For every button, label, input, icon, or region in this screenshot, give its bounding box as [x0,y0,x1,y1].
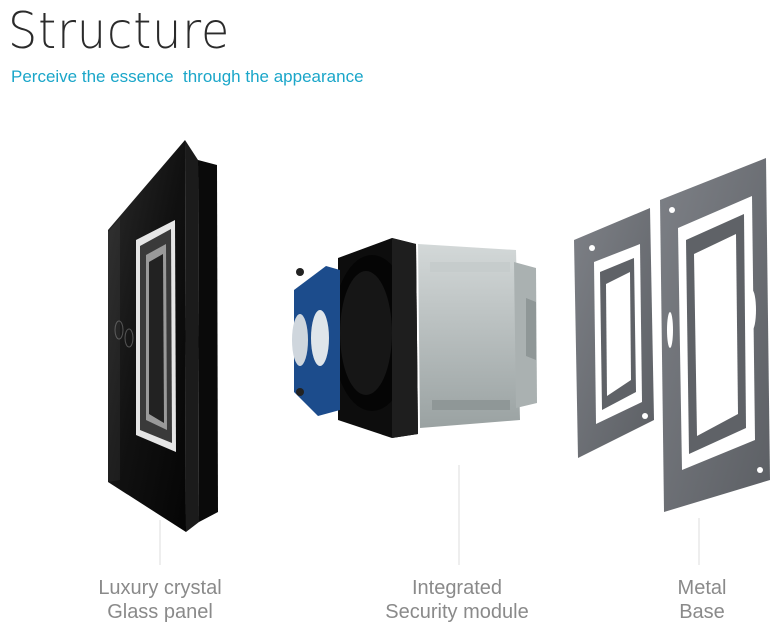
glass-caption-line1: Luxury crystal [98,577,222,599]
security-module-image [292,238,537,438]
glass-panel-image [108,140,218,532]
glass-caption-line2: Glass panel [107,601,213,623]
module-caption-line2: Security module [385,601,529,623]
page-subtitle: Perceive the essence through the appeara… [11,67,364,86]
module-caption-line1: Integrated [411,577,503,599]
page-title: Structure [8,2,231,60]
security-module-caption: Integrated Security module [347,576,567,624]
glass-panel-caption: Luxury crystal Glass panel [50,576,270,624]
metal-caption-line1: Metal [677,577,727,599]
metal-base-caption: Metal Base [592,576,784,624]
metal-base-image [574,158,770,512]
metal-caption-line2: Base [679,601,725,623]
